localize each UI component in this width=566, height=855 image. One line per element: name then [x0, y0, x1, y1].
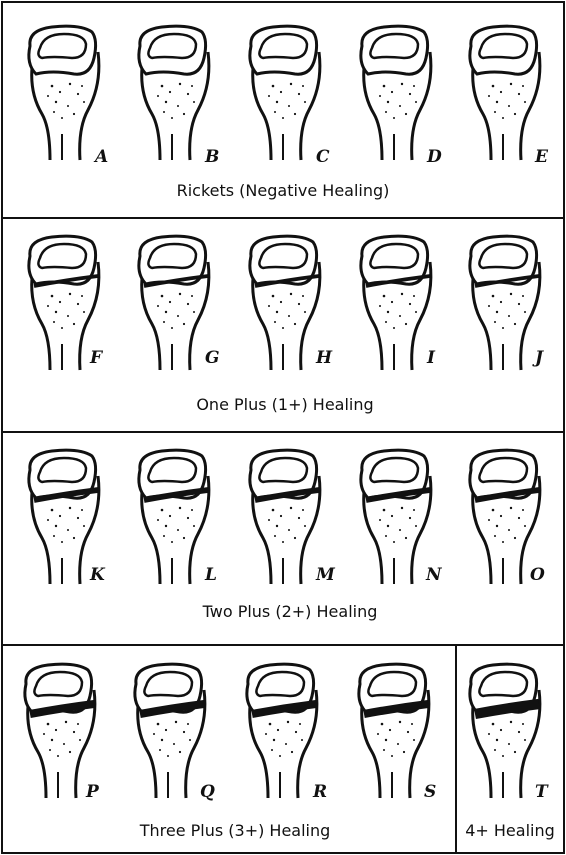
bone-a	[29, 26, 99, 160]
bone-label-t: T	[535, 782, 549, 802]
bone-label-l: L	[204, 565, 217, 585]
bone-label-j: J	[532, 348, 544, 368]
bone-label-b: B	[204, 147, 219, 167]
bone-s	[359, 664, 429, 798]
bone-j	[470, 236, 540, 370]
caption-three-plus: Three Plus (3+) Healing	[139, 821, 331, 840]
bone-q	[135, 664, 205, 798]
bone-label-m: M	[315, 565, 336, 585]
bone-label-n: N	[425, 565, 443, 585]
bone-label-p: P	[85, 782, 100, 802]
bone-p	[25, 664, 95, 798]
bone-label-h: H	[315, 348, 333, 368]
bone-k	[29, 450, 99, 584]
bone-r	[247, 664, 317, 798]
bone-label-d: D	[426, 147, 442, 167]
bone-label-s: S	[424, 782, 436, 802]
bone-label-a: A	[93, 147, 108, 167]
bone-e	[470, 26, 540, 160]
bone-d	[361, 26, 431, 160]
bone-l	[139, 450, 209, 584]
bone-m	[250, 450, 320, 584]
bone-c	[250, 26, 320, 160]
bone-label-i: I	[426, 348, 436, 368]
bone-label-k: K	[89, 565, 106, 585]
bone-b	[139, 26, 209, 160]
bone-label-e: E	[534, 147, 549, 167]
bone-label-o: O	[530, 565, 545, 585]
bone-label-r: R	[312, 782, 327, 802]
bone-label-c: C	[316, 147, 330, 167]
bone-t	[470, 664, 540, 798]
bone-h	[250, 236, 320, 370]
caption-rickets: Rickets (Negative Healing)	[177, 181, 390, 200]
caption-two-plus: Two Plus (2+) Healing	[202, 602, 378, 621]
bone-o	[470, 450, 540, 584]
bone-label-g: G	[205, 348, 220, 368]
bone-label-f: F	[89, 348, 104, 368]
bone-f	[29, 236, 99, 370]
caption-one-plus: One Plus (1+) Healing	[196, 395, 373, 414]
caption-four-plus: 4+ Healing	[465, 821, 555, 840]
bone-label-q: Q	[200, 782, 215, 802]
bone-g	[139, 236, 209, 370]
bone-n	[361, 450, 431, 584]
bone-i	[361, 236, 431, 370]
